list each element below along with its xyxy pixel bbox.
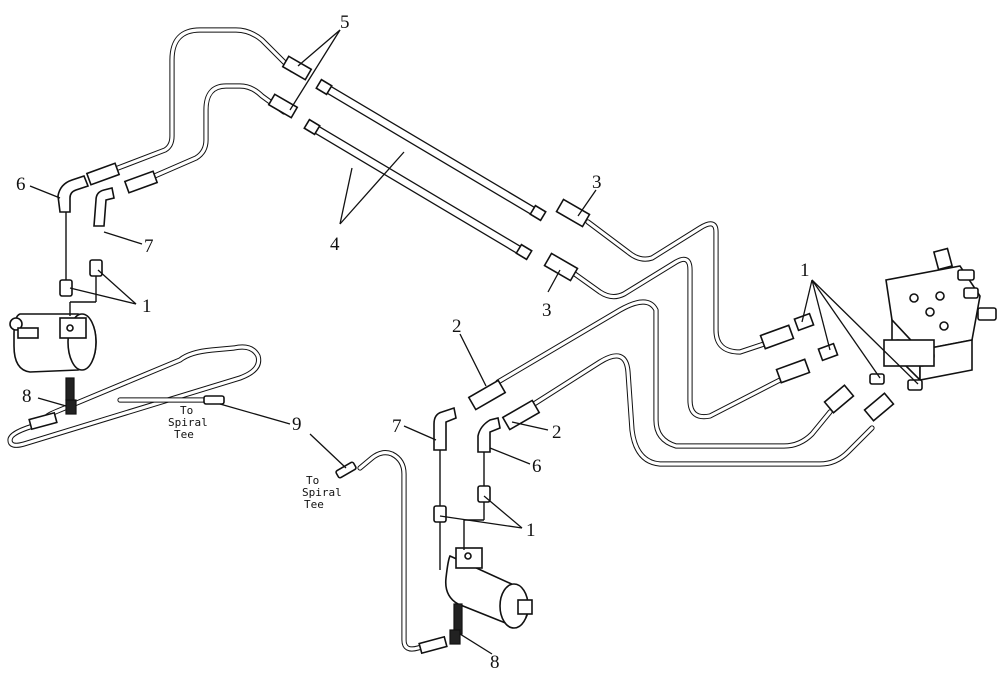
hose-end-fittings-3	[543, 198, 591, 282]
spiral-tee-note-1: To Spiral Tee	[168, 404, 208, 441]
callout-9: 9	[292, 414, 302, 435]
callout-7-left: 7	[144, 236, 154, 257]
right-motor-fittings	[433, 379, 541, 570]
callout-1-bottom: 1	[526, 520, 536, 541]
steel-tube-upper	[315, 78, 547, 222]
callout-6-left: 6	[16, 174, 26, 195]
callout-8-right: 8	[490, 652, 500, 673]
right-hose-run	[569, 219, 783, 420]
callout-labels: 5 4 3 3 6 7 1 8 2 7 2 6 1 8 9 1	[16, 12, 810, 673]
callout-2-top: 2	[452, 316, 462, 337]
valve-block-fittings	[759, 312, 923, 422]
left-motor-fittings	[57, 55, 313, 316]
callout-3-top: 3	[592, 172, 602, 193]
upper-hose-run	[115, 27, 295, 181]
valve-block	[883, 247, 997, 382]
spiral-tee-fitting-1	[203, 395, 225, 405]
note-1-line-3: Tee	[174, 428, 194, 441]
note-2-line-3: Tee	[304, 498, 324, 511]
note-2-line-1: To	[306, 474, 319, 487]
callout-1-left: 1	[142, 296, 152, 317]
callout-2-right: 2	[552, 422, 562, 443]
left-tee-fitting	[28, 399, 77, 431]
left-hydraulic-motor	[9, 313, 97, 401]
note-1-line-2: Spiral	[168, 416, 208, 429]
lower-hose-run	[495, 299, 875, 467]
callout-8-left: 8	[22, 386, 32, 407]
note-2-line-2: Spiral	[302, 486, 342, 499]
spiral-tee-note-2: To Spiral Tee	[302, 474, 342, 511]
callout-7-right: 7	[392, 416, 402, 437]
note-1-line-1: To	[180, 404, 193, 417]
right-hydraulic-motor	[444, 547, 533, 635]
callout-5: 5	[340, 12, 350, 33]
case-drain-hose-left	[7, 344, 262, 448]
callout-1-right: 1	[800, 260, 810, 281]
leader-lines	[29, 29, 919, 655]
callout-6-right: 6	[532, 456, 542, 477]
callout-3-bottom: 3	[542, 300, 552, 321]
right-tee-fitting	[418, 629, 461, 655]
steel-tube-lower	[303, 118, 533, 261]
case-drain-hose-right	[357, 450, 443, 652]
spiral-tee-fitting-2	[335, 461, 357, 479]
callout-4: 4	[330, 234, 340, 255]
